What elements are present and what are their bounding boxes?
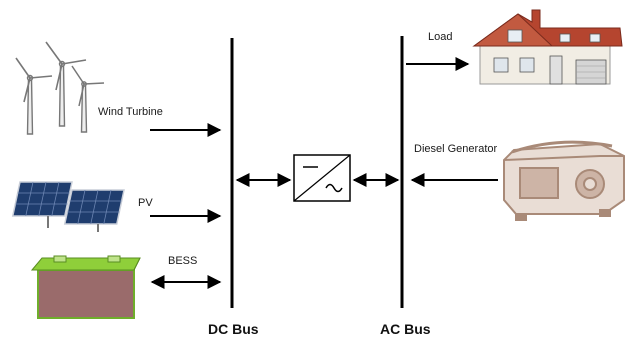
wind-turbine-label: Wind Turbine <box>98 106 163 118</box>
diesel-generator-icon <box>503 140 625 221</box>
battery-icon <box>30 255 141 319</box>
pv-label: PV <box>138 197 153 209</box>
load-label: Load <box>428 31 452 43</box>
diesel-generator-label: Diesel Generator <box>414 143 497 155</box>
bess-label: BESS <box>168 255 197 267</box>
inverter-icon <box>293 154 351 202</box>
dc-bus-label: DC Bus <box>208 321 259 337</box>
house-icon <box>472 9 623 85</box>
solar-panel-icon <box>11 181 125 232</box>
wind-turbine-icon <box>15 41 105 135</box>
ac-bus-label: AC Bus <box>380 321 431 337</box>
